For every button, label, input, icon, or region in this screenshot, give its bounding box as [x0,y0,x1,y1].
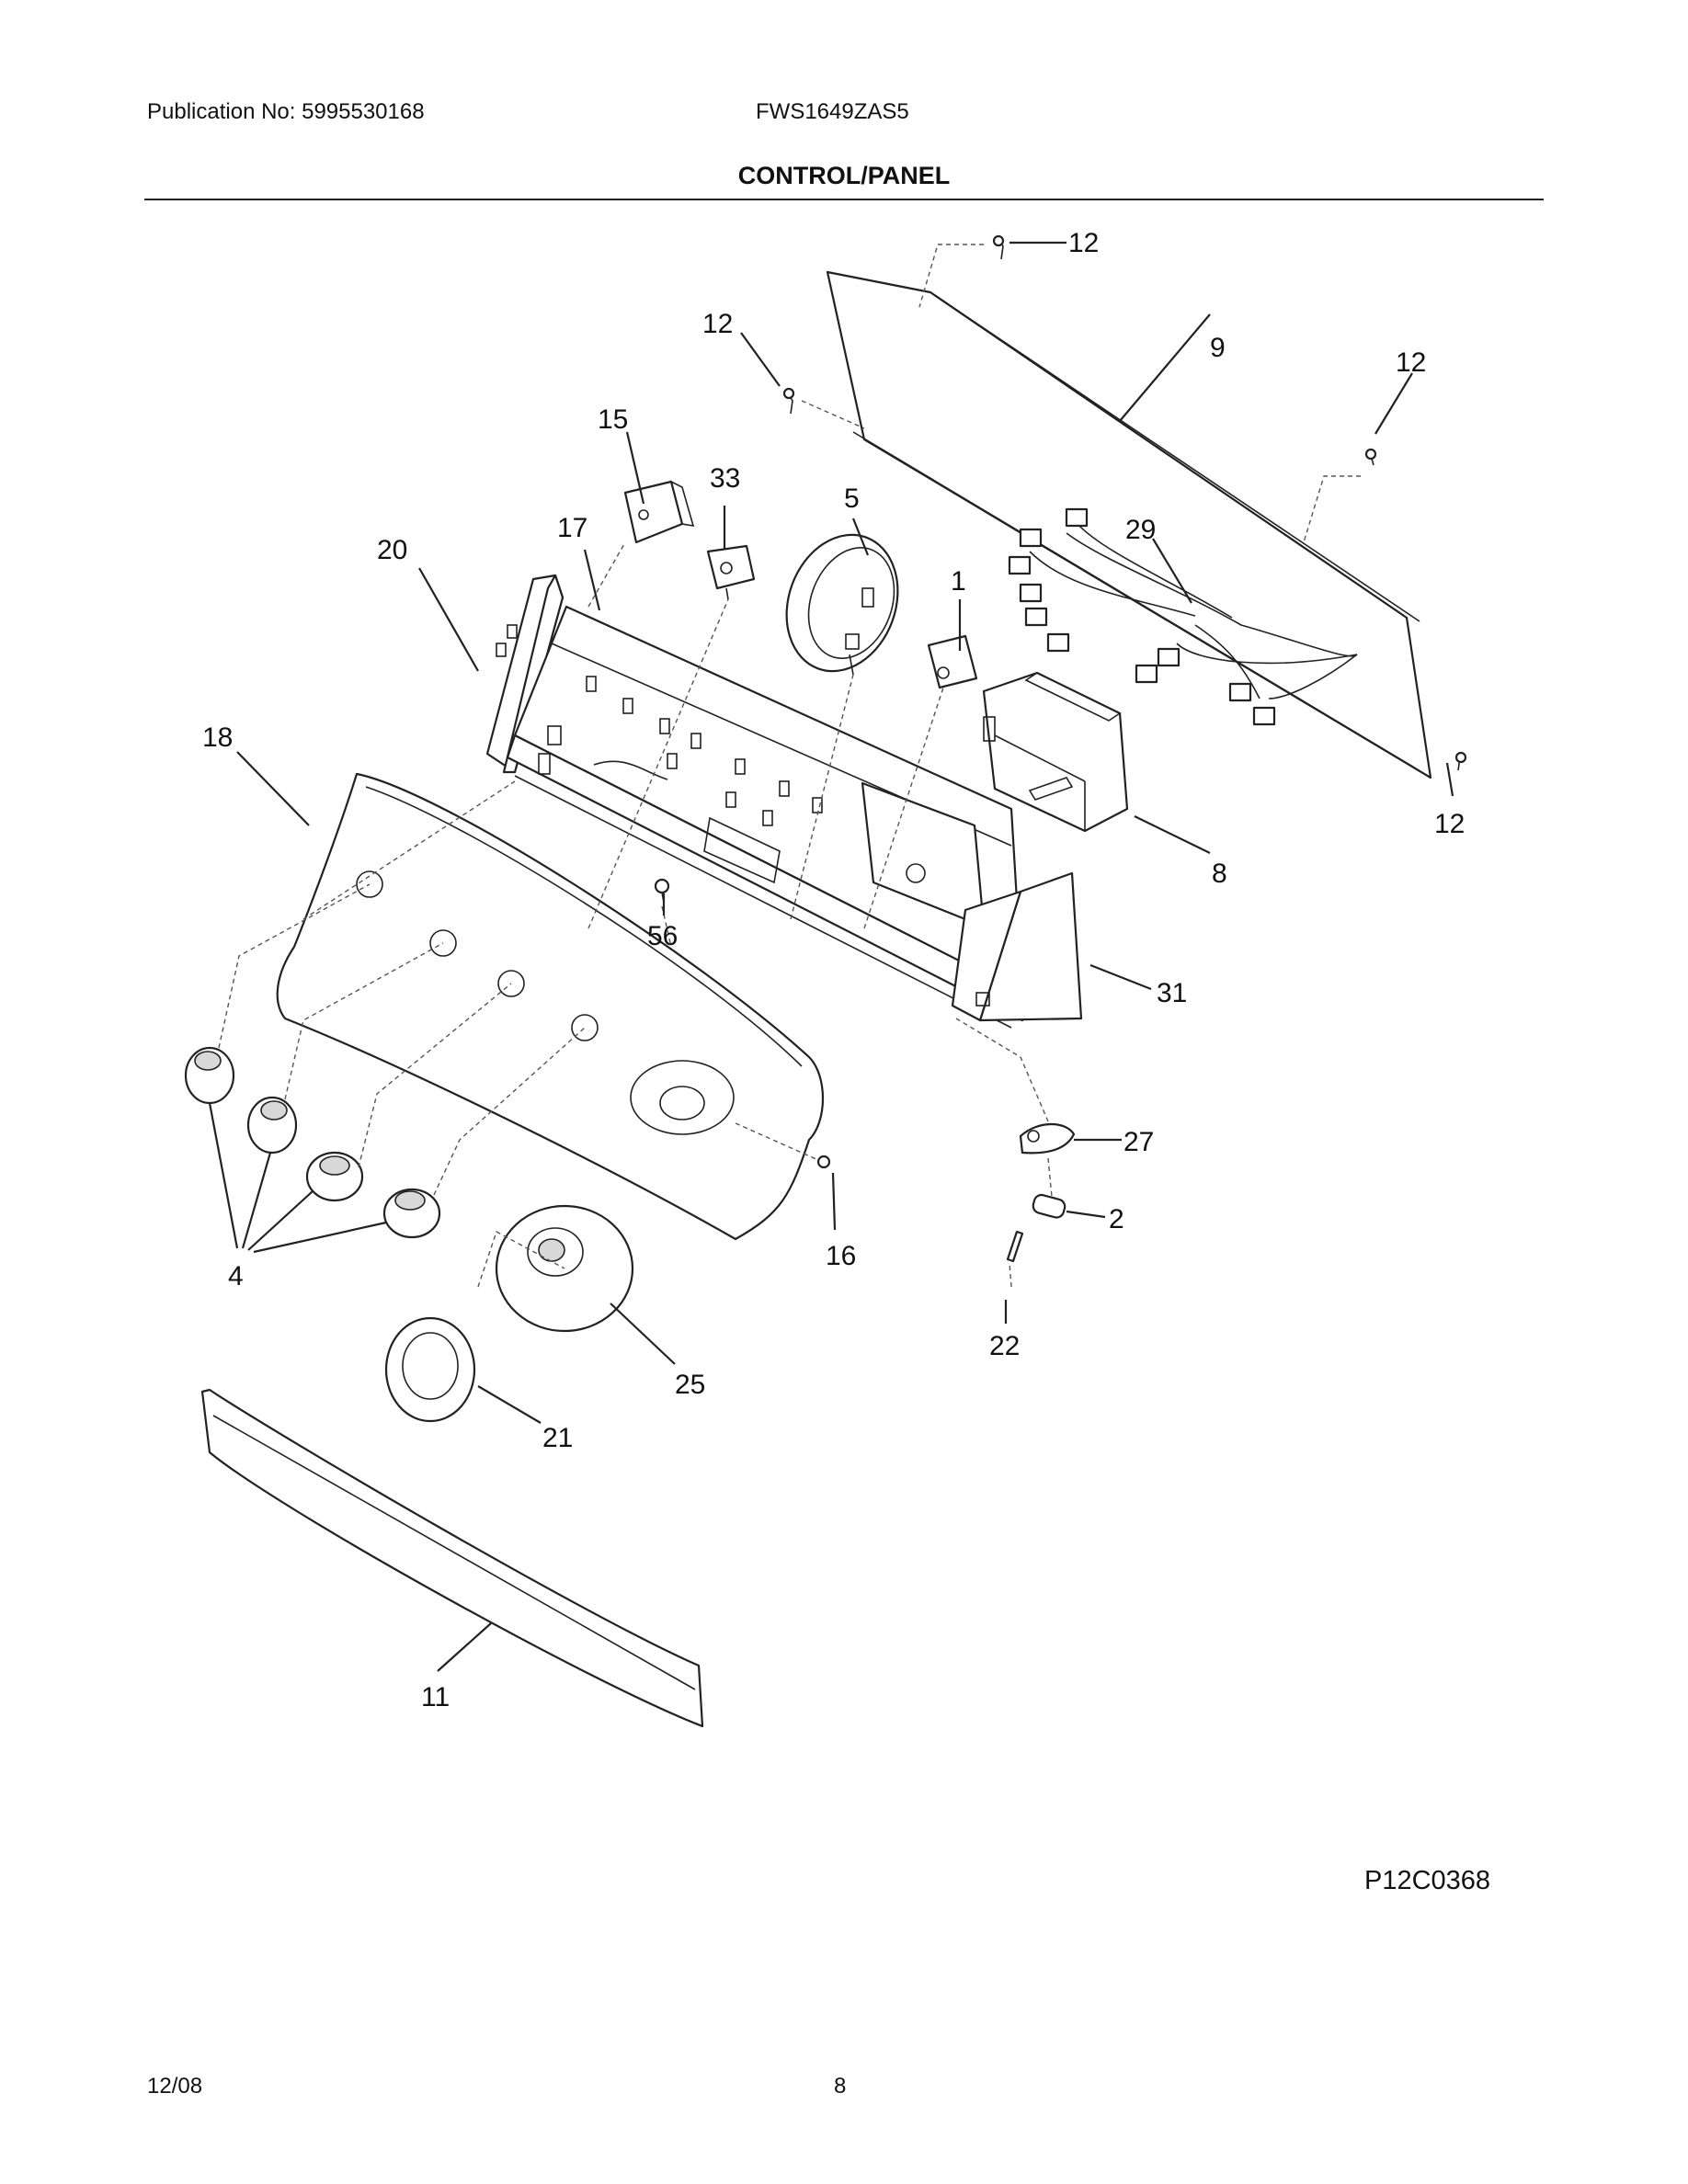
callout-25: 25 [675,1370,705,1400]
callout-20: 20 [377,535,407,565]
part-screw-22 [1006,1230,1024,1263]
screw-left [782,387,795,415]
title-divider [144,199,1544,200]
callout-9: 9 [1210,333,1226,363]
part-trim-strip-11 [200,1388,704,1728]
callout-12-top: 12 [1068,228,1099,258]
callout-18: 18 [202,722,233,753]
part-dial-knob-21 [384,1316,476,1423]
part-switch-33 [706,544,756,600]
model-number: FWS1649ZAS5 [756,99,909,124]
callout-31: 31 [1157,978,1187,1008]
part-wire-harness [1008,507,1358,726]
page-title: CONTROL/PANEL [737,162,951,189]
callout-8: 8 [1212,859,1227,889]
callout-12-lower-right: 12 [1434,809,1465,839]
part-relay-1 [927,634,978,689]
callout-17: 17 [557,513,587,543]
callout-12-left: 12 [702,309,733,339]
callout-12-right: 12 [1396,347,1426,378]
page-number: 8 [834,2074,847,2099]
part-module-15 [623,480,695,544]
screw-top [992,234,1005,260]
callout-29: 29 [1125,515,1156,545]
part-light-housing-27 [1019,1123,1076,1155]
callout-16: 16 [826,1241,856,1271]
callout-15: 15 [598,404,628,435]
screw-right [1364,448,1377,466]
diagram-code: P12C0368 [1364,1866,1491,1895]
leader-lines [208,241,1454,1672]
publication-number: Publication No: 5995530168 [147,99,425,124]
callout-1: 1 [951,566,966,597]
part-timer-8 [982,671,1129,833]
footer-date: 12/08 [147,2074,203,2099]
part-left-end-cap [485,574,565,774]
part-screw-16 [816,1155,831,1169]
callout-21: 21 [542,1423,573,1453]
part-console-body [506,605,1024,1029]
part-front-overlay [276,772,824,1241]
callout-4: 4 [228,1261,244,1291]
callout-27: 27 [1123,1127,1154,1157]
part-dial-5 [785,533,899,676]
part-knobs-4 [184,1046,441,1239]
screw-lower-right [1454,751,1467,771]
part-lamp-2 [1032,1193,1066,1219]
callout-22: 22 [989,1331,1020,1361]
part-screw-56 [654,878,670,904]
callout-56: 56 [647,921,678,951]
part-right-end-cap [951,871,1083,1022]
callout-33: 33 [710,463,740,494]
callout-5: 5 [844,483,860,514]
callout-2: 2 [1109,1204,1124,1234]
callout-11: 11 [421,1682,450,1712]
